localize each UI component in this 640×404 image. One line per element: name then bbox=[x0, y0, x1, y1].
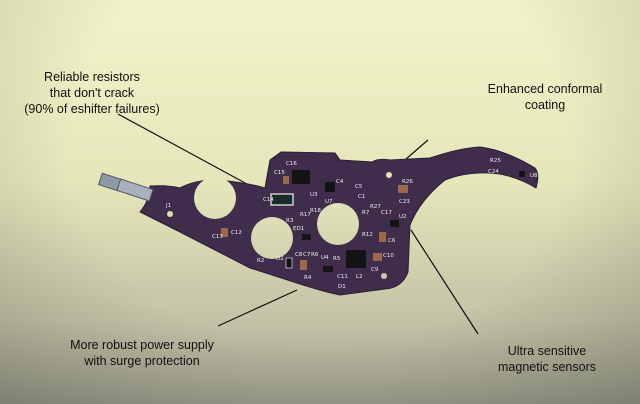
ref-label: C17 bbox=[381, 210, 392, 216]
annotation-coating-line2: coating bbox=[524, 98, 566, 112]
annotation-lines bbox=[117, 113, 479, 335]
annotation-resistors-line2: that don't crack bbox=[49, 86, 135, 100]
sensors-pointer-line bbox=[410, 229, 479, 335]
annotation-coating-line1: Enhanced conformal bbox=[487, 82, 603, 96]
ref-label: C6 bbox=[388, 238, 396, 244]
coating-pointer-line bbox=[405, 139, 429, 160]
ref-label: P1 bbox=[334, 204, 341, 210]
ref-label: R12 bbox=[362, 232, 373, 238]
annotation-resistors: Reliable resistors that don't crack (90%… bbox=[24, 69, 159, 117]
annotation-power-line1: More robust power supply bbox=[70, 338, 214, 352]
ref-label: U7 bbox=[325, 199, 333, 205]
resistors-pointer-line bbox=[117, 113, 259, 191]
ref-label: C5 bbox=[355, 184, 363, 190]
ref-label: C24 bbox=[488, 169, 499, 175]
ref-label: U4 bbox=[321, 255, 329, 261]
ref-label: C10 bbox=[383, 253, 394, 259]
ref-label: R3 bbox=[286, 218, 294, 224]
ref-label: C15 bbox=[274, 170, 285, 176]
silkscreen-labels: J1 C14 C15 C16 U3 U7 C4 C5 C1 P1 R3 R17 … bbox=[165, 158, 538, 290]
ref-label: R18 bbox=[310, 208, 321, 214]
ref-label: R25 bbox=[490, 158, 501, 164]
ref-label: R7 bbox=[362, 210, 370, 216]
ref-label: C11 bbox=[337, 274, 348, 280]
ref-label: C23 bbox=[399, 199, 410, 205]
components bbox=[221, 170, 525, 272]
annotation-resistors-line1: Reliable resistors bbox=[44, 70, 140, 84]
ref-label: D2 bbox=[276, 256, 284, 262]
power-pointer-line bbox=[217, 289, 298, 327]
ref-label: U2 bbox=[399, 214, 407, 220]
annotation-power-line2: with surge protection bbox=[84, 354, 200, 368]
ref-label: C16 bbox=[286, 161, 297, 167]
ref-label: C14 bbox=[263, 197, 274, 203]
ref-label: R26 bbox=[402, 179, 413, 185]
ref-label: C8 bbox=[295, 252, 303, 258]
ref-label: R27 bbox=[370, 204, 381, 210]
annotation-sensors: Ultra sensitive magnetic sensors bbox=[498, 343, 596, 375]
ref-label: U8 bbox=[530, 173, 538, 179]
ref-label: R6 bbox=[311, 252, 319, 258]
pcb-board bbox=[139, 146, 539, 296]
ref-label: D1 bbox=[338, 284, 346, 290]
ref-label: C1 bbox=[358, 194, 365, 200]
annotation-coating: Enhanced conformal coating bbox=[488, 81, 603, 113]
annotation-power: More robust power supply with surge prot… bbox=[70, 337, 214, 369]
ref-label: C9 bbox=[371, 267, 379, 273]
ref-label: R17 bbox=[300, 212, 311, 218]
ref-label: R2 bbox=[257, 258, 264, 264]
ref-label: C12 bbox=[231, 230, 242, 236]
ref-label: R5 bbox=[333, 256, 341, 262]
ref-label: C7 bbox=[303, 252, 311, 258]
annotation-sensors-line1: Ultra sensitive bbox=[507, 344, 587, 358]
annotation-resistors-line3: (90% of eshifter failures) bbox=[24, 102, 160, 116]
ref-label: C13 bbox=[212, 234, 223, 240]
ref-label: L2 bbox=[356, 274, 363, 280]
ref-label: C4 bbox=[336, 179, 344, 185]
ref-label: R4 bbox=[304, 275, 312, 281]
connector-j1 bbox=[98, 172, 154, 202]
annotation-sensors-line2: magnetic sensors bbox=[498, 360, 596, 374]
ref-label: J1 bbox=[165, 203, 171, 209]
ref-label: U3 bbox=[310, 192, 318, 198]
ref-label: ED1 bbox=[293, 226, 304, 232]
